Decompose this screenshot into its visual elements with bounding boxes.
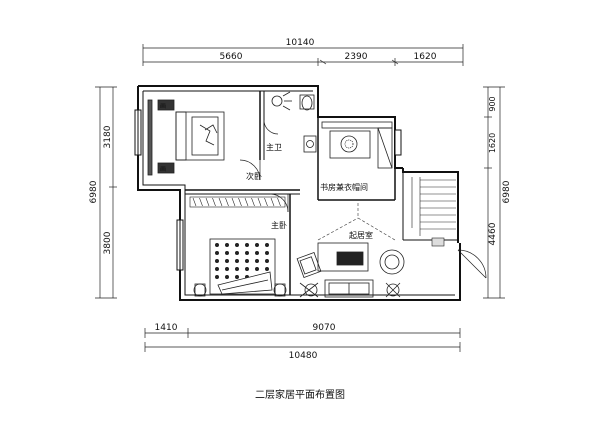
bed-tuft-dot [224,266,229,271]
bed-tuft-dot [244,258,249,263]
bed-tuft-dot [214,250,219,255]
room-labels: 主卫 次卧 书房兼衣帽间 主卧 起居室 [246,142,373,240]
wardrobe-hanger [277,197,281,207]
bath-fixtures [271,91,317,153]
bed-tuft-dot [234,258,239,263]
bed-tuft-dot [244,250,249,255]
dimension-labels: 10140 5660 2390 1620 1410 9070 10480 698… [89,38,512,361]
wardrobe-hanger [238,197,242,207]
dim-left-segment: 3180 [103,125,113,148]
room-label-living-room: 起居室 [349,230,373,240]
dashed-lines [317,203,396,241]
dim-left-segment: 3800 [103,231,113,254]
dim-right-segment: 1620 [488,133,497,153]
bed-tuft-dot [214,258,219,263]
room-label-master-bedroom: 主卧 [271,220,287,230]
bed-tuft-dot [254,242,259,247]
bed-tuft-dot [224,274,229,279]
bed-tuft-dot [234,266,239,271]
study-furniture [321,121,393,169]
wardrobe-hanger [270,197,275,207]
wardrobe-hanger [199,197,203,207]
bed-tuft-dot [264,250,269,255]
wardrobe-hanger [192,197,197,207]
bed-tuft-dot [224,258,229,263]
wardrobe-hanger [205,197,210,207]
bed-labels: 画 画 [160,103,166,173]
doors [239,119,487,279]
bed-tuft-dot [224,242,229,247]
bed-label: 画 [160,103,166,110]
wardrobe-hanger [244,197,249,207]
bed-tuft-dot [244,266,249,271]
bed-tuft-dot [214,242,219,247]
bed-tuft-dot [264,266,269,271]
bed-tuft-dot [224,250,229,255]
room-label-study-cloakroom: 书房兼衣帽间 [320,182,368,192]
bed-tuft-dot [254,266,259,271]
wardrobe-hanger [231,197,236,207]
bed-tuft-dot [254,258,259,263]
dim-right-segment: 4460 [488,222,498,245]
dim-top-segment: 5660 [220,52,243,62]
bed-tuft-dot [214,274,219,279]
dim-right-total: 6980 [502,180,512,203]
dim-bottom-segment: 9070 [313,323,336,333]
bed-tuft-dot [254,250,259,255]
living-furniture [296,242,405,298]
dim-top-total: 10140 [286,38,315,48]
dim-right-segment: 900 [488,96,497,111]
room-label-second-bedroom: 次卧 [246,171,262,181]
room-label-master-bath: 主卫 [266,142,282,152]
dim-top-segment: 2390 [345,52,368,62]
bed-tuft-dot [234,250,239,255]
bed-tuft-dot [234,242,239,247]
upper-bedroom-furniture [147,99,225,176]
drawing-title: 二层家居平面布置图 [255,388,345,401]
bed-tuft-dot [234,274,239,279]
wardrobe-hanger [218,197,223,207]
bed-tuft-dot [214,266,219,271]
bed-tuft-dot [264,242,269,247]
bed-tuft-dot [264,258,269,263]
wardrobe-hanger [225,197,229,207]
dim-top-segment: 1620 [414,52,437,62]
master-bed [193,238,287,297]
windows [134,109,402,271]
bed-tuft-dot [244,242,249,247]
staircase [411,177,456,247]
dim-bottom-total: 10480 [289,351,318,361]
bed-label: 画 [160,166,166,173]
wardrobe-hanger [212,197,216,207]
dimension-lines [95,44,505,352]
wardrobe-hanger [257,197,262,207]
wardrobe-hanger [251,197,255,207]
dim-bottom-segment: 1410 [155,323,178,333]
wardrobe-hanger [264,197,268,207]
dim-left-total: 6980 [89,180,99,203]
wardrobe [189,196,286,208]
